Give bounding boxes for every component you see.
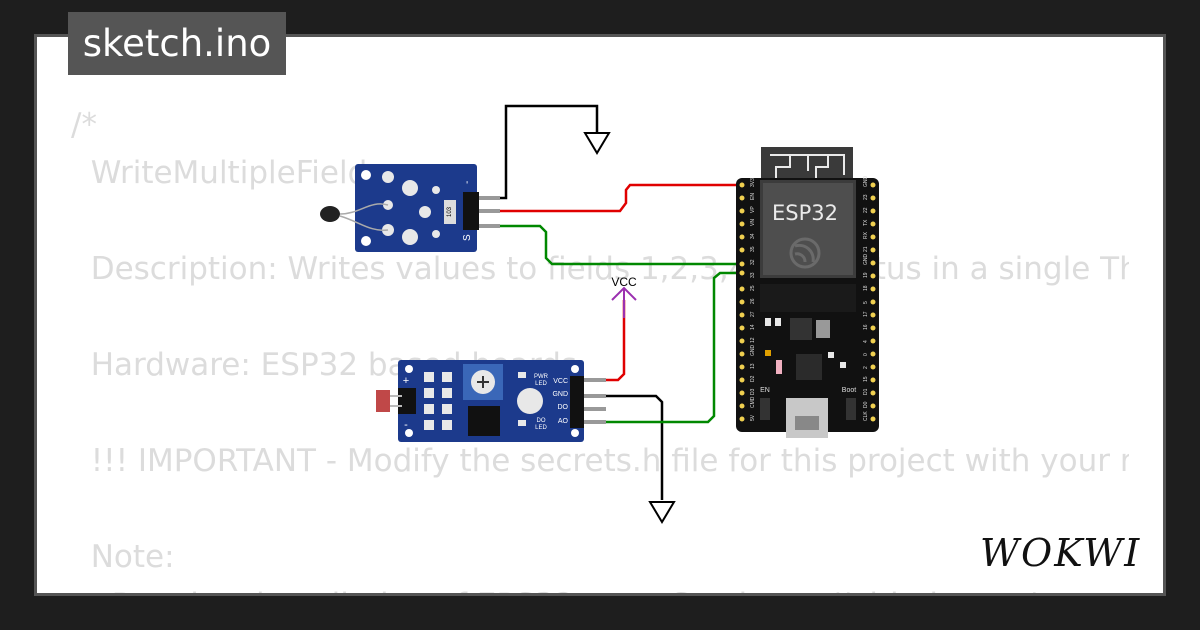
ntc-pin-s: S — [462, 234, 473, 241]
en-button[interactable] — [760, 398, 770, 420]
ldr-plus-label: + — [403, 375, 409, 387]
svg-text:TX: TX — [863, 219, 869, 226]
svg-text:VP: VP — [750, 206, 756, 213]
svg-text:23: 23 — [863, 194, 869, 200]
ldr-vcc-wire[interactable] — [605, 300, 626, 382]
ldr-do-led-label2: LED — [535, 425, 547, 431]
ldr-ao-wire[interactable] — [605, 271, 742, 424]
svg-text:RX: RX — [863, 231, 869, 239]
boot-button-label: Boot — [842, 387, 856, 394]
code-line: WriteMultipleFields — [71, 155, 384, 191]
ldr-pin-do: DO — [558, 404, 569, 411]
vcc-label: VCC — [611, 275, 637, 289]
ntc-ground-wire[interactable] — [480, 104, 599, 200]
esp32-label: ESP32 — [772, 201, 838, 225]
ldr-pwr-led-label: PWR — [534, 374, 549, 380]
esp32-right-pin-labels: GND 23 22 TX RX 21 GND 19 18 5 17 16 4 0… — [863, 176, 869, 422]
svg-text:2: 2 — [863, 366, 869, 369]
canvas-card: /* WriteMultipleFields Description: Writ… — [34, 34, 1166, 596]
ldr-ground-wire[interactable] — [605, 394, 664, 500]
svg-text:GND: GND — [750, 345, 756, 357]
esp32-left-pin-header[interactable] — [739, 182, 745, 422]
file-tab[interactable]: sketch.ino — [68, 12, 286, 75]
svg-text:D3: D3 — [750, 388, 756, 395]
svg-text:0: 0 — [863, 353, 869, 356]
svg-text:16: 16 — [863, 324, 869, 330]
ntc-resistor-code: 103 — [447, 206, 453, 217]
code-line: !!! IMPORTANT - Modify the secrets.h fil… — [90, 443, 1129, 479]
svg-text:35: 35 — [750, 246, 756, 252]
wokwi-logo: WOKWI — [980, 531, 1141, 575]
code-line: Note: — [71, 539, 175, 575]
ntc-signal-wire[interactable] — [480, 224, 742, 266]
svg-text:13: 13 — [750, 363, 756, 369]
ntc-temperature-module[interactable]: 103 - S — [320, 164, 500, 252]
svg-text:4: 4 — [863, 340, 869, 343]
svg-text:22: 22 — [863, 207, 869, 213]
svg-text:12: 12 — [750, 337, 756, 343]
code-line: Hardware: ESP32 based boards — [71, 347, 578, 383]
esp32-smd-components — [765, 318, 846, 380]
ground-symbol-top — [583, 132, 611, 155]
esp32-left-pin-labels: 3V3 EN VP VN 34 35 32 33 25 26 27 14 12 … — [750, 178, 756, 421]
svg-text:D0: D0 — [863, 401, 869, 408]
ldr-do-led-label: DO — [537, 418, 546, 424]
svg-text:D1: D1 — [863, 388, 869, 395]
code-background: /* WriteMultipleFields Description: Writ… — [71, 37, 1129, 593]
svg-text:GND: GND — [863, 176, 869, 188]
espressif-logo-icon — [789, 237, 821, 269]
svg-text:17: 17 — [863, 311, 869, 317]
svg-text:GND: GND — [863, 254, 869, 266]
ldr-pin-vcc: VCC — [553, 378, 568, 385]
svg-text:18: 18 — [863, 285, 869, 291]
svg-text:CLK: CLK — [863, 411, 869, 421]
svg-text:CMD: CMD — [750, 396, 756, 408]
svg-text:26: 26 — [750, 298, 756, 304]
code-line: Description: Writes values to fields 1,2… — [90, 251, 1129, 287]
ntc-pin-minus: - — [462, 181, 473, 184]
svg-text:3V3: 3V3 — [750, 178, 756, 187]
svg-text:15: 15 — [863, 376, 869, 382]
ldr-photoresistor-module[interactable]: + - PWR LED DO LED VCC GND DO AO — [376, 360, 606, 442]
svg-text:25: 25 — [750, 285, 756, 291]
code-line: - Requires installation of EPS32 core. S… — [71, 585, 1129, 593]
esp32-devkit-board[interactable]: ESP32 3V3 EN VP VN 34 35 32 — [736, 147, 879, 438]
svg-text:14: 14 — [750, 324, 756, 330]
vcc-arrow-symbol — [611, 286, 637, 318]
svg-text:5: 5 — [863, 301, 869, 304]
svg-text:34: 34 — [750, 233, 756, 239]
ldr-pwr-led-label2: LED — [535, 381, 547, 387]
svg-text:19: 19 — [863, 272, 869, 278]
esp32-pin-row — [760, 284, 856, 312]
svg-text:VN: VN — [750, 219, 756, 226]
svg-text:21: 21 — [863, 246, 869, 252]
boot-button[interactable] — [846, 398, 856, 420]
svg-text:27: 27 — [750, 311, 756, 317]
esp32-right-pin-header[interactable] — [870, 182, 876, 422]
svg-text:D2: D2 — [750, 375, 756, 382]
en-button-label: EN — [760, 387, 770, 394]
ldr-pin-ao: AO — [558, 418, 569, 425]
ldr-pin-gnd: GND — [552, 391, 568, 398]
wokwi-logo-text: WOKWI — [980, 531, 1141, 575]
svg-text:33: 33 — [750, 272, 756, 278]
code-line: /* — [71, 107, 97, 143]
svg-text:EN: EN — [750, 193, 756, 200]
ldr-minus-label: - — [404, 419, 408, 431]
ntc-vcc-wire[interactable] — [480, 183, 742, 213]
svg-text:32: 32 — [750, 259, 756, 265]
ground-symbol-bottom — [648, 501, 676, 524]
svg-text:5V: 5V — [750, 414, 756, 421]
